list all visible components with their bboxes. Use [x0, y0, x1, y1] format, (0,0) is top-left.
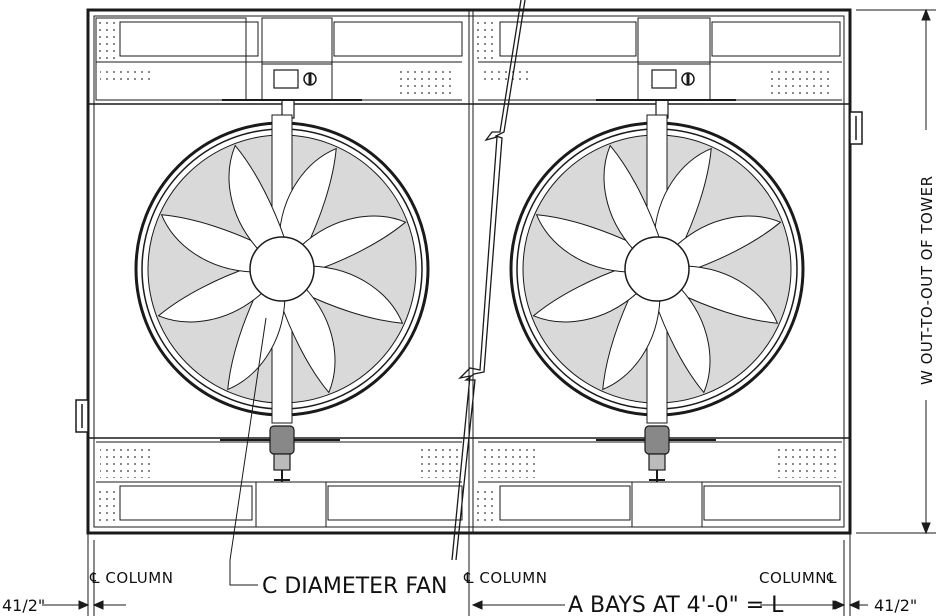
fan-blade	[675, 215, 782, 273]
fan-blade	[300, 215, 407, 273]
fan-left	[134, 114, 430, 424]
motor-right	[596, 425, 716, 482]
fan-blade	[653, 147, 712, 251]
break-line	[451, 0, 526, 561]
fan-leader-line	[229, 317, 267, 586]
fan-blade	[228, 144, 286, 251]
fan-blade	[227, 287, 286, 391]
fan-blade	[278, 287, 336, 394]
bays-label: A BAYS AT 4'-0" = L	[568, 593, 784, 616]
right-offset-label: 41/2"	[874, 596, 917, 615]
fan-blade	[602, 287, 661, 391]
fan-blade	[535, 214, 639, 273]
center-column-label: ℄ COLUMN	[463, 569, 547, 587]
right-column-label: COLUMN℄	[759, 569, 837, 587]
width-dimension-label: W OUT-TO-OUT OF TOWER	[918, 175, 936, 385]
fan-blade	[160, 214, 264, 273]
top-drive-left	[222, 61, 362, 119]
motor-left	[220, 425, 340, 482]
bays-dimension	[42, 600, 868, 610]
fan-blade	[157, 265, 264, 323]
fan-blade	[532, 265, 639, 323]
top-perforations	[97, 22, 830, 98]
fan-blade	[278, 147, 337, 251]
bottom-perforations	[97, 446, 836, 522]
column-lines	[87, 533, 851, 616]
fan-blade	[300, 265, 404, 324]
fan-blade	[603, 144, 661, 251]
fan-right	[509, 114, 805, 424]
top-drive-right	[596, 61, 736, 119]
fan-blade	[653, 287, 711, 394]
fan-blade	[675, 265, 779, 324]
left-column-label: ℄ COLUMN	[89, 569, 173, 587]
access-door-right	[849, 111, 863, 145]
left-offset-label: 41/2"	[2, 596, 45, 615]
access-door-left	[75, 399, 89, 433]
fan-diameter-label: C DIAMETER FAN	[262, 574, 447, 599]
width-dimension	[856, 8, 936, 535]
